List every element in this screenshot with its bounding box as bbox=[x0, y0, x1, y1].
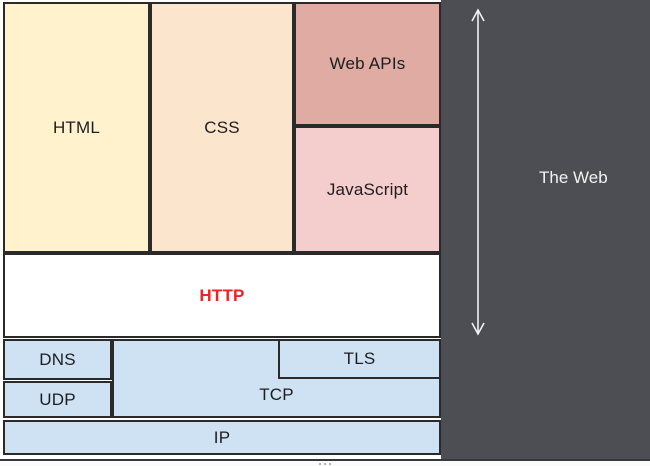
window-divider bbox=[0, 459, 650, 461]
diagram-canvas: HTML CSS Web APIs JavaScript HTTP DNS UD… bbox=[0, 0, 441, 459]
block-tls: TLS bbox=[278, 339, 441, 379]
block-html-label: HTML bbox=[52, 117, 101, 137]
block-javascript-label: JavaScript bbox=[326, 179, 409, 199]
double-arrow-icon bbox=[470, 4, 486, 340]
ellipsis-resize-handle-icon[interactable] bbox=[319, 462, 331, 465]
block-css-label: CSS bbox=[204, 117, 240, 137]
block-ip: IP bbox=[3, 420, 441, 455]
block-dns-label: DNS bbox=[39, 349, 76, 369]
block-udp: UDP bbox=[3, 381, 112, 418]
block-web-apis: Web APIs bbox=[294, 2, 441, 126]
block-html: HTML bbox=[3, 2, 150, 253]
block-udp-label: UDP bbox=[39, 389, 76, 409]
block-http-label: HTTP bbox=[199, 285, 245, 305]
block-tls-label: TLS bbox=[343, 349, 376, 368]
block-dns: DNS bbox=[3, 339, 112, 380]
block-css: CSS bbox=[150, 2, 294, 253]
block-ip-label: IP bbox=[213, 427, 231, 447]
block-javascript: JavaScript bbox=[294, 126, 441, 253]
block-tcp-label: TCP bbox=[259, 384, 294, 404]
footer-strip bbox=[0, 461, 650, 466]
block-http: HTTP bbox=[3, 253, 441, 338]
the-web-label: The Web bbox=[539, 168, 608, 187]
block-web-apis-label: Web APIs bbox=[329, 54, 406, 73]
